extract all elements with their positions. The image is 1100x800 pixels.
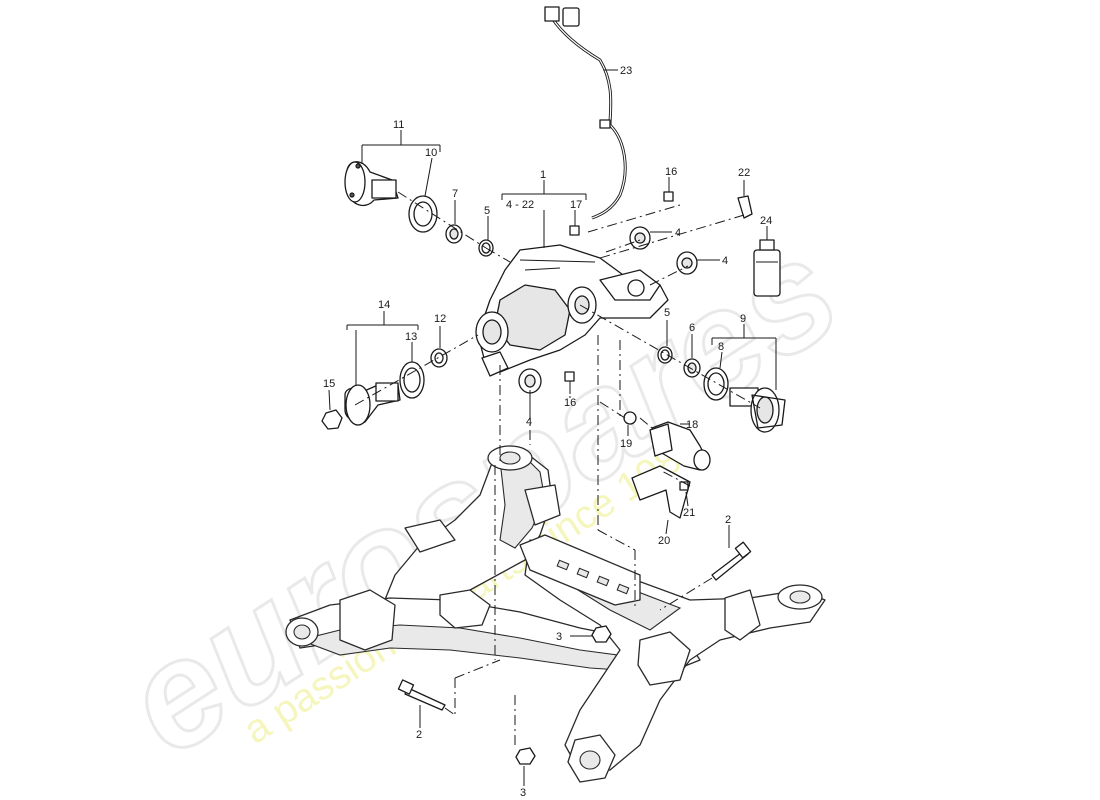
callout-17: 17 (570, 199, 582, 211)
seal-8 (703, 367, 729, 401)
bearing-6 (683, 358, 701, 378)
bushing-4b (676, 251, 698, 275)
callout-23: 23 (620, 65, 632, 77)
callout-4-middle: 4 (722, 255, 728, 267)
flange-14 (344, 382, 401, 426)
oring-19 (623, 411, 637, 425)
callout-4-22: 4 - 22 (506, 199, 534, 211)
callout-16-upper: 16 (665, 166, 677, 178)
callout-15: 15 (323, 378, 335, 390)
callout-18: 18 (686, 419, 698, 431)
callout-3-upper: 3 (556, 631, 562, 643)
bushing-4a (629, 226, 651, 250)
callout-2-right: 2 (725, 514, 731, 526)
bushing-4c (518, 368, 542, 394)
callout-9: 9 (740, 313, 746, 325)
ring-5b (657, 346, 673, 364)
differential-housing (475, 244, 669, 377)
callout-7: 7 (452, 188, 458, 200)
bracket-20 (631, 465, 691, 519)
callout-8: 8 (718, 341, 724, 353)
bolt-21 (679, 481, 689, 491)
callout-20: 20 (658, 535, 670, 547)
flange-9 (729, 387, 786, 433)
oil-bottle-24 (753, 239, 781, 297)
actuator-18 (649, 421, 711, 471)
ring-12 (430, 348, 448, 368)
wiring-harness-23 (544, 6, 627, 220)
callout-21: 21 (683, 507, 695, 519)
bolt-2-left (397, 679, 446, 711)
callout-5-lower: 5 (664, 307, 670, 319)
bearing-7 (445, 224, 463, 244)
ring-5a (478, 239, 494, 257)
callout-22: 22 (738, 167, 750, 179)
callout-5-upper: 5 (484, 205, 490, 217)
breather-pin-22 (599, 195, 753, 259)
crossbar-holes (556, 559, 630, 595)
callout-13: 13 (405, 331, 417, 343)
callout-16-lower: 16 (564, 397, 576, 409)
seal-10 (408, 195, 438, 233)
bolt-2-right (711, 541, 752, 581)
flange-11 (344, 161, 399, 207)
bolt-17 (569, 225, 580, 236)
callout-24: 24 (760, 215, 772, 227)
nut-3-lower (515, 747, 536, 765)
callout-3-lower: 3 (520, 787, 526, 799)
bolt-16-top (663, 191, 674, 202)
callout-4-lower: 4 (526, 416, 532, 428)
callout-leaders (328, 69, 777, 786)
callout-1: 1 (540, 169, 546, 181)
nut-3-upper (591, 625, 612, 643)
callout-12: 12 (434, 313, 446, 325)
subframe (285, 445, 826, 783)
callout-6: 6 (689, 322, 695, 334)
callout-labels: 1 4 - 22 11 10 7 5 16 17 22 23 24 4 4 14… (323, 65, 772, 799)
callout-19: 19 (620, 438, 632, 450)
callout-2-left: 2 (416, 729, 422, 741)
callout-4-upper: 4 (675, 227, 681, 239)
nut-15 (321, 409, 343, 430)
bolt-16-bottom (564, 371, 575, 382)
center-lines (354, 191, 761, 748)
callout-11: 11 (393, 119, 404, 131)
callout-10: 10 (425, 147, 437, 159)
callout-14: 14 (378, 299, 390, 311)
